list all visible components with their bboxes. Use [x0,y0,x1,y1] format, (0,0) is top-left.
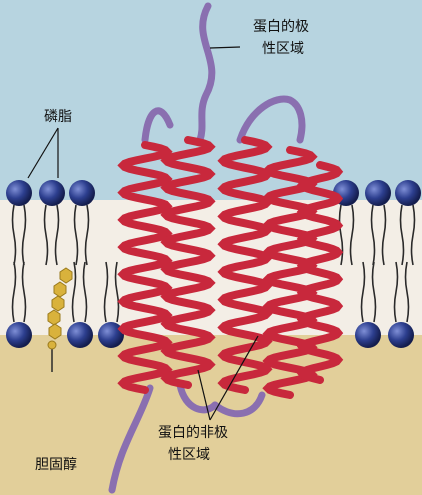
protein-helices [117,136,344,399]
phospholipid-head [395,180,421,206]
transmembrane-helix-2 [160,136,216,389]
n-terminus-loop [196,2,216,144]
phospholipid-head [98,322,124,348]
phospholipid-head [6,180,32,206]
phospholipid-head [388,322,414,348]
polar-domain-label-line1: 蛋白的极 [253,19,309,35]
transmembrane-helix-1 [117,141,173,394]
leader-lines [27,46,259,421]
nonpolar-domain-leader-a [197,369,211,421]
phospholipid-head [39,180,65,206]
transmembrane-helix-5 [296,161,344,384]
nonpolar-domain-leader-b [209,335,259,421]
phospholipid-label: 磷脂 [44,109,72,125]
extracellular-loop-1 [141,107,174,144]
phospholipid-leader-a [27,127,59,179]
nonpolar-domain-label-line1: 蛋白的非极 [158,425,228,441]
extracellular-loop-2 [236,95,306,144]
transmembrane-helix-3 [217,136,273,394]
cholesterol-molecule [47,267,73,372]
protein-loops [108,2,306,494]
cholesterol-label: 胆固醇 [35,457,77,473]
nonpolar-domain-label-line2: 性区域 [168,447,210,463]
phospholipid-head [365,180,391,206]
c-terminus-loop [108,384,154,494]
phospholipid-head [69,180,95,206]
phospholipid-head [67,322,93,348]
polar-domain-leader [209,46,241,49]
polar-domain-label-line2: 性区域 [262,41,304,57]
phospholipid-heads [6,180,421,348]
intracellular-loop-2 [211,391,266,418]
phospholipid-head [355,322,381,348]
transmembrane-helix-4 [262,146,318,399]
phospholipid-head [6,322,32,348]
lipid-tails [11,204,416,323]
extracellular-region [0,0,422,200]
